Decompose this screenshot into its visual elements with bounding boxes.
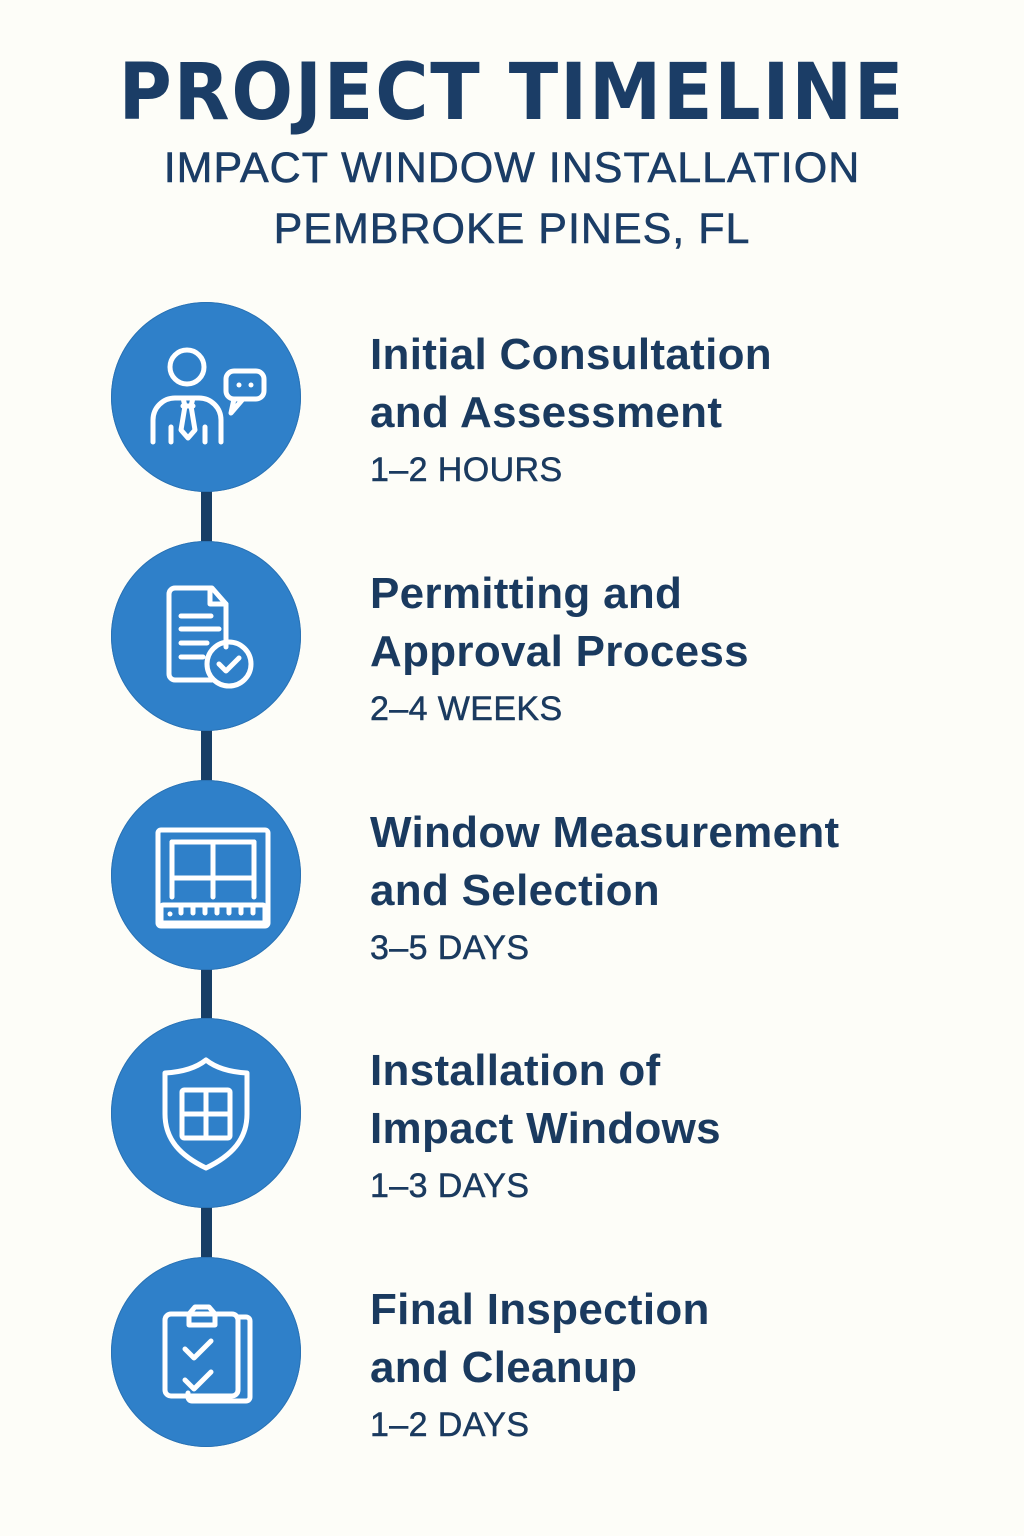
step-icon-circle — [111, 302, 301, 492]
step-title-line: and Selection — [370, 866, 660, 915]
step-icon-circle — [111, 541, 301, 731]
subtitle-location: PEMBROKE PINES, FL — [273, 205, 751, 254]
window-ruler-icon — [155, 827, 271, 929]
step-text: Initial Consultation and Assessment 1–2 … — [370, 326, 990, 492]
document-approved-icon — [166, 585, 254, 689]
timeline-connector — [201, 727, 212, 787]
step-title-line: Approval Process — [370, 627, 749, 676]
consultant-chat-icon — [150, 347, 267, 445]
step-icon-circle — [111, 1257, 301, 1447]
timeline-connector — [201, 488, 212, 548]
timeline-step-permitting: Permitting and Approval Process 2–4 WEEK… — [0, 541, 1024, 741]
timeline-connector — [201, 1204, 212, 1264]
step-title-line: Initial Consultation — [370, 330, 772, 379]
timeline-connector — [201, 966, 212, 1026]
step-duration: 1–2 HOURS — [370, 451, 563, 490]
step-duration: 3–5 DAYS — [370, 929, 530, 968]
step-title-line: Final Inspection — [370, 1285, 710, 1334]
step-title-line: Impact Windows — [370, 1104, 721, 1153]
step-icon-circle — [111, 780, 301, 970]
step-text: Window Measurement and Selection 3–5 DAY… — [370, 804, 990, 970]
step-text: Installation of Impact Windows 1–3 DAYS — [370, 1042, 990, 1208]
timeline-step-installation: Installation of Impact Windows 1–3 DAYS — [0, 1018, 1024, 1218]
page-title: PROJECT TIMELINE — [118, 48, 906, 138]
step-title-line: and Assessment — [370, 388, 723, 437]
clipboard-checklist-icon — [162, 1304, 253, 1404]
step-duration: 1–3 DAYS — [370, 1167, 530, 1206]
shield-window-icon — [162, 1057, 250, 1171]
step-text: Final Inspection and Cleanup 1–2 DAYS — [370, 1281, 990, 1447]
timeline-step-final-inspection: Final Inspection and Cleanup 1–2 DAYS — [0, 1257, 1024, 1457]
step-text: Permitting and Approval Process 2–4 WEEK… — [370, 565, 990, 731]
step-title-line: and Cleanup — [370, 1343, 638, 1392]
subtitle-project: IMPACT WINDOW INSTALLATION — [163, 144, 861, 193]
step-title-line: Window Measurement — [370, 808, 840, 857]
timeline-step-consultation: Initial Consultation and Assessment 1–2 … — [0, 302, 1024, 502]
step-title-line: Permitting and — [370, 569, 683, 618]
step-icon-circle — [111, 1018, 301, 1208]
step-title-line: Installation of — [370, 1046, 661, 1095]
step-duration: 1–2 DAYS — [370, 1406, 530, 1445]
step-duration: 2–4 WEEKS — [370, 690, 563, 729]
timeline-step-measurement: Window Measurement and Selection 3–5 DAY… — [0, 780, 1024, 980]
